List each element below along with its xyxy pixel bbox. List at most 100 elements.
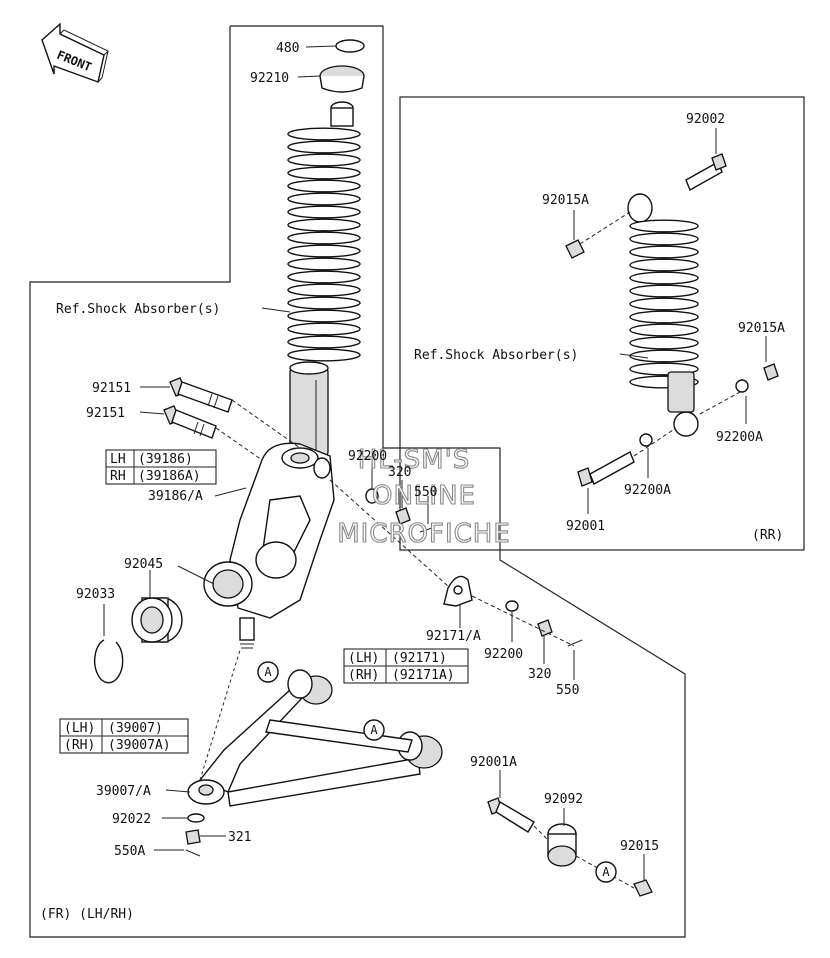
alignment-lines — [215, 211, 741, 889]
spring-coil — [287, 348, 361, 362]
front-arrow-icon: FRONT — [41, 22, 109, 83]
callout-92092[interactable]: 92092 — [544, 792, 583, 807]
spring-coil — [629, 219, 699, 233]
bracket-92171 — [443, 575, 583, 647]
callout-39186[interactable]: 39186/A — [148, 489, 203, 504]
table-knuckle: LH (39186) RH (39186A) — [105, 449, 217, 485]
arm-pivot-hardware — [487, 797, 653, 897]
spring-coil — [287, 270, 361, 284]
knuckle-hardware — [365, 488, 433, 533]
callout-92151-upper[interactable]: 92151 — [92, 381, 131, 396]
spring-coil — [287, 218, 361, 232]
callout-92200-knuckle[interactable]: 92200 — [348, 449, 387, 464]
spring-coil — [287, 244, 361, 258]
watermark: HL-SM'S ONLINE MICROFICHE — [337, 444, 511, 549]
svg-text:A: A — [370, 723, 378, 737]
rear-note: (RR) — [752, 528, 783, 543]
spring-coil — [629, 284, 699, 298]
front-assembly-frame — [29, 25, 686, 938]
callout-92045[interactable]: 92045 — [124, 557, 163, 572]
spring-coil — [287, 166, 361, 180]
callout-92015A-upper[interactable]: 92015A — [542, 193, 589, 208]
svg-text:(39007): (39007) — [108, 721, 163, 736]
spring-coil — [629, 349, 699, 363]
svg-text:(RH): (RH) — [64, 738, 95, 753]
leader-lines — [103, 45, 767, 880]
callout-92033[interactable]: 92033 — [76, 587, 115, 602]
circlip-480 — [335, 39, 365, 53]
table-arm: (LH) (39007) (RH) (39007A) — [59, 718, 189, 754]
callout-92200A-right[interactable]: 92200A — [716, 430, 763, 445]
callout-92001A[interactable]: 92001A — [470, 755, 517, 770]
rear-assembly-frame — [399, 96, 805, 551]
callout-labels: 480 92210 Ref.Shock Absorber(s) 92151 92… — [56, 41, 785, 859]
svg-text:HL-SM'S: HL-SM'S — [358, 445, 471, 475]
callout-550-bracket[interactable]: 550 — [556, 683, 579, 698]
spring-coil — [287, 335, 361, 349]
spring-coil — [287, 153, 361, 167]
svg-text:(39186): (39186) — [138, 452, 193, 467]
spring-coil — [629, 336, 699, 350]
spring-coil — [287, 296, 361, 310]
callout-480[interactable]: 480 — [276, 41, 299, 56]
spring-coil — [287, 127, 361, 141]
spring-coil — [629, 232, 699, 246]
callout-92015A-lower[interactable]: 92015A — [738, 321, 785, 336]
svg-text:(RH): (RH) — [348, 668, 379, 683]
callout-92002[interactable]: 92002 — [686, 112, 725, 127]
callout-550A[interactable]: 550A — [114, 844, 145, 859]
callout-ref-shock-rear[interactable]: Ref.Shock Absorber(s) — [414, 348, 578, 363]
table-bracket: (LH) (92171) (RH) (92171A) — [343, 648, 469, 684]
spring-coil — [629, 271, 699, 285]
callout-92200-bracket[interactable]: 92200 — [484, 647, 523, 662]
callout-92151-lower[interactable]: 92151 — [86, 406, 125, 421]
spring-coil — [287, 140, 361, 154]
spring-coil — [287, 205, 361, 219]
rear-shock-absorber — [565, 153, 779, 487]
spring-coil — [287, 257, 361, 271]
callout-550-knuckle[interactable]: 550 — [414, 485, 437, 500]
svg-text:(LH): (LH) — [348, 651, 379, 666]
callout-39007[interactable]: 39007/A — [96, 784, 151, 799]
callout-320-knuckle[interactable]: 320 — [388, 465, 411, 480]
spring-coil — [287, 179, 361, 193]
svg-text:MICROFICHE: MICROFICHE — [337, 519, 511, 549]
spring-coil — [629, 310, 699, 324]
callout-92015[interactable]: 92015 — [620, 839, 659, 854]
front-note: (FR) (LH/RH) — [40, 907, 134, 922]
wheel-bearing — [131, 597, 183, 643]
spring-coil — [629, 297, 699, 311]
svg-text:(92171): (92171) — [392, 651, 447, 666]
lower-a-arm — [187, 669, 443, 807]
callout-92022[interactable]: 92022 — [112, 812, 151, 827]
spring-coil — [629, 245, 699, 259]
spring-coil — [629, 258, 699, 272]
spring-coil — [287, 283, 361, 297]
circle-marker-a: A A A — [257, 661, 617, 883]
svg-text:A: A — [602, 865, 610, 879]
svg-text:ONLINE: ONLINE — [372, 481, 476, 511]
circlip-92033 — [93, 639, 124, 684]
callout-320-bracket[interactable]: 320 — [528, 667, 551, 682]
spring-coil — [287, 309, 361, 323]
bolt-92151-upper — [169, 377, 233, 413]
bolt-92151-lower — [163, 405, 217, 439]
spring-coil — [287, 322, 361, 336]
callout-321[interactable]: 321 — [228, 830, 251, 845]
callout-92001[interactable]: 92001 — [566, 519, 605, 534]
callout-ref-shock-front[interactable]: Ref.Shock Absorber(s) — [56, 302, 220, 317]
svg-text:(92171A): (92171A) — [392, 668, 455, 683]
callout-92200A-left[interactable]: 92200A — [624, 483, 671, 498]
svg-text:A: A — [264, 665, 272, 679]
callout-92210[interactable]: 92210 — [250, 71, 289, 86]
svg-text:LH: LH — [110, 452, 126, 467]
svg-text:(39186A): (39186A) — [138, 469, 201, 484]
front-shock-absorber — [287, 39, 365, 457]
spring-coil — [287, 192, 361, 206]
steering-knuckle — [203, 442, 335, 649]
ball-joint-hardware — [185, 813, 205, 857]
svg-text:RH: RH — [110, 469, 126, 484]
callout-92171[interactable]: 92171/A — [426, 629, 481, 644]
spring-coil — [287, 231, 361, 245]
